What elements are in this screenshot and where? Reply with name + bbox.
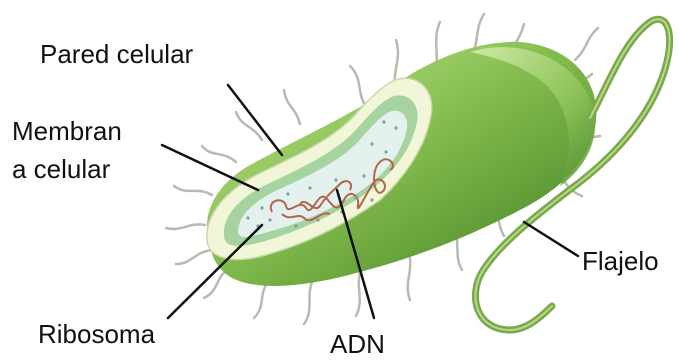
label-membrana-celular-line2: a celular [12,153,110,185]
label-membrana-celular-line1: Membran [12,115,122,147]
label-adn: ADN [330,328,385,360]
leader-flajelo [524,222,578,256]
label-pared-celular: Pared celular [40,38,193,70]
label-flajelo: Flajelo [582,245,659,277]
label-ribosoma: Ribosoma [38,318,155,350]
leader-pared [228,85,282,155]
